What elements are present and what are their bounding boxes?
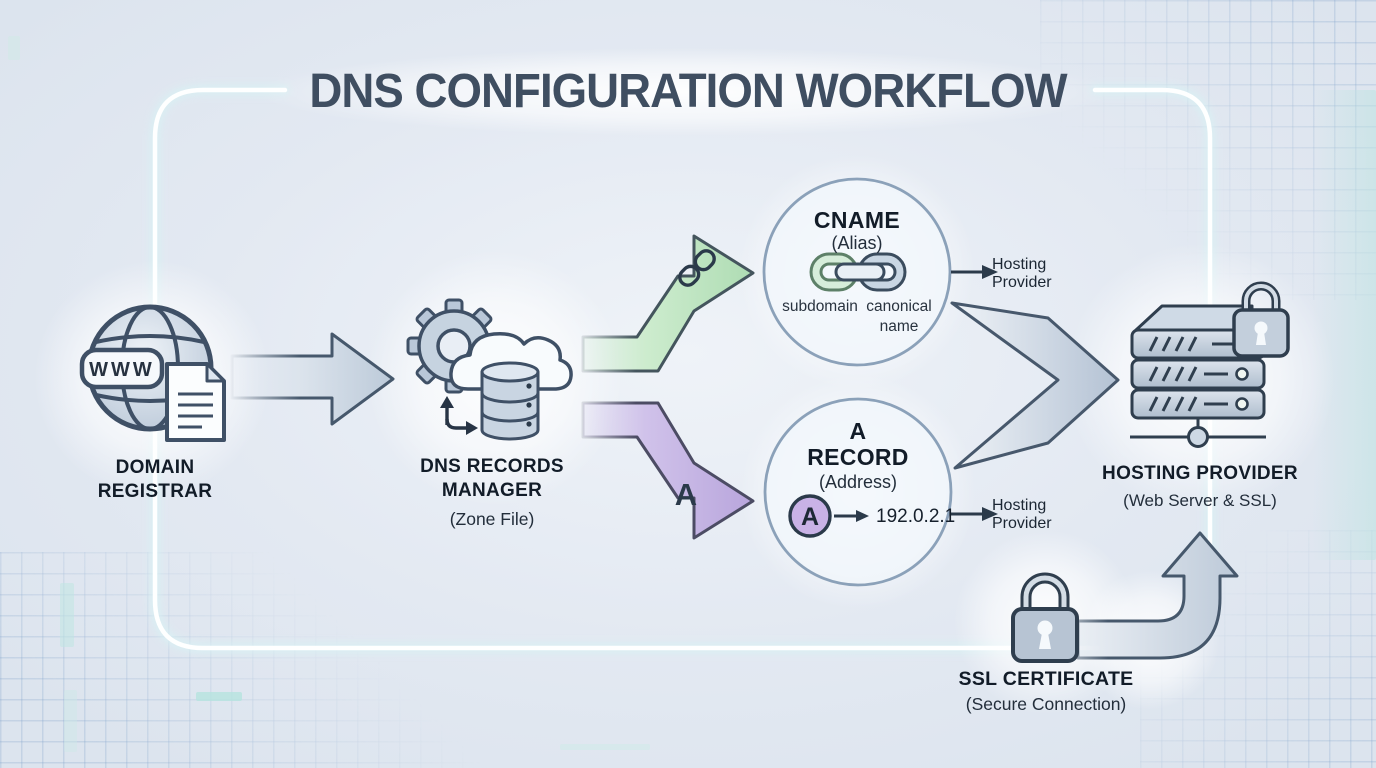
cname-heading: CNAME bbox=[813, 207, 901, 233]
teal-accent bbox=[8, 36, 20, 60]
chain-link-icon bbox=[809, 252, 907, 292]
a-record-subheading: (Address) bbox=[818, 472, 898, 492]
a-record-ip: 192.0.2.1 bbox=[876, 506, 956, 527]
ssl-sublabel: (Secure Connection) bbox=[965, 694, 1127, 714]
document-icon bbox=[165, 362, 226, 442]
svg-text:A: A bbox=[801, 503, 819, 531]
hosting-label: HOSTING PROVIDER bbox=[1102, 463, 1298, 484]
ssl-lock-icon bbox=[1011, 572, 1079, 663]
cname-target-label: Hosting Provider bbox=[992, 256, 1052, 292]
a-record-arrow: A bbox=[581, 401, 755, 540]
a-arrow-letter: A bbox=[675, 477, 697, 512]
a-record-circle bbox=[763, 397, 953, 587]
manager-label: DNS RECORDS MANAGER bbox=[420, 456, 564, 502]
svg-text:WWW: WWW bbox=[89, 359, 155, 381]
a-ip-arrow bbox=[834, 510, 869, 522]
hosting-sublabel: (Web Server & SSL) bbox=[1123, 491, 1277, 510]
teal-accent bbox=[64, 690, 77, 752]
link-icon bbox=[678, 249, 716, 287]
grid-pattern-bottom-left bbox=[0, 552, 480, 768]
frame-border bbox=[150, 85, 1215, 653]
network-node-icon bbox=[1130, 418, 1266, 448]
a-record-heading: A RECORD bbox=[807, 418, 909, 471]
a-target-label: Hosting Provider bbox=[992, 497, 1052, 533]
diagram-title: DNS CONFIGURATION WORKFLOW bbox=[309, 65, 1067, 118]
ssl-to-hosting-arrow bbox=[1076, 531, 1239, 660]
cname-target-arrow bbox=[951, 265, 998, 279]
www-badge: WWW bbox=[79, 347, 165, 390]
merge-arrow bbox=[950, 301, 1120, 470]
teal-accent bbox=[60, 583, 74, 647]
teal-accent bbox=[560, 744, 650, 750]
sync-arrow-icon bbox=[440, 396, 478, 435]
a-target-arrow bbox=[951, 507, 998, 521]
cname-subdomain-label: subdomain bbox=[782, 298, 858, 315]
teal-accent bbox=[196, 692, 242, 701]
cname-canonical-label: canonical name bbox=[866, 298, 932, 335]
server-lock-icon bbox=[1232, 281, 1290, 358]
database-icon bbox=[480, 361, 540, 441]
registrar-label: DOMAIN REGISTRAR bbox=[97, 457, 213, 503]
a-badge: A bbox=[788, 494, 832, 538]
cname-arrow bbox=[581, 234, 755, 373]
cname-subheading: (Alias) bbox=[831, 233, 883, 253]
registrar-to-manager-arrow bbox=[230, 332, 395, 426]
server-stack-icon bbox=[1130, 304, 1266, 448]
manager-sublabel: (Zone File) bbox=[449, 509, 535, 529]
ssl-label: SSL CERTIFICATE bbox=[958, 668, 1134, 690]
